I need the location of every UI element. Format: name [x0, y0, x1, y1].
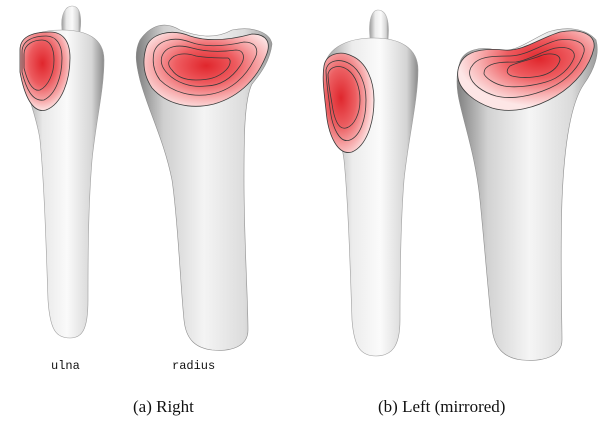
ulna-bone	[20, 6, 104, 338]
caption-right: (a) Right	[133, 397, 194, 417]
radius-contact-heatmap	[144, 32, 268, 106]
panel-right: ulna radius	[0, 0, 300, 380]
panel-left-illustration	[300, 0, 615, 380]
panel-left-mirrored	[300, 0, 615, 380]
ulna-bone-mirrored	[323, 10, 418, 356]
caption-left-mirrored: (b) Left (mirrored)	[378, 397, 505, 417]
radius-bone-mirrored	[457, 29, 597, 361]
panel-right-illustration	[0, 0, 300, 380]
ulna-label: ulna	[51, 359, 80, 373]
radius-label: radius	[172, 359, 215, 373]
radius-bone	[136, 25, 272, 350]
